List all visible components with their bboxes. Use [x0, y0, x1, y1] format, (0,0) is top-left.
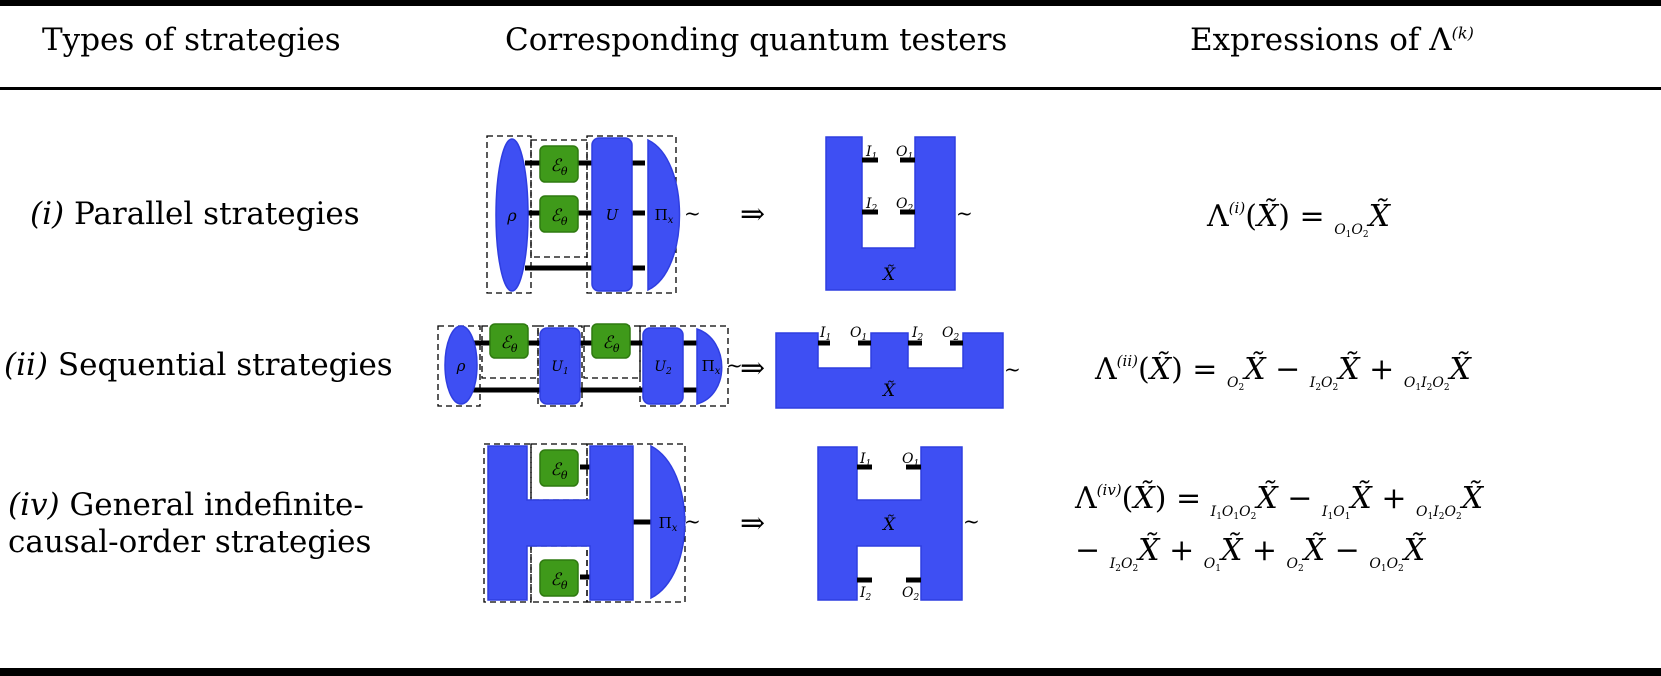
unitary-u: [591, 137, 633, 292]
svg-text:O1: O1: [896, 144, 913, 162]
arrow-2: ⇒: [740, 351, 765, 386]
expression-sequential: Λ(ii)(X̃) = O2X̃ − I2O2X̃ + O1I2O2X̃: [1094, 352, 1473, 393]
svg-text:X̃: X̃: [881, 515, 896, 535]
rho-label: ρ: [506, 206, 517, 225]
arrow-1: ⇒: [740, 197, 765, 232]
svg-text:X̃: X̃: [881, 265, 896, 285]
parallel-circuit: ρ ℰθ ℰθ U Πx ~: [486, 135, 701, 294]
svg-text:O1: O1: [902, 451, 919, 469]
header-expressions: Expressions of Λ(k): [1190, 22, 1474, 58]
svg-text:O1: O1: [850, 325, 867, 343]
bottom-rule: [0, 668, 1661, 676]
svg-text:~: ~: [1004, 357, 1021, 381]
svg-text:I1: I1: [859, 451, 871, 469]
svg-text:~: ~: [684, 509, 701, 533]
svg-text:~: ~: [963, 509, 980, 533]
row-general-label-2: causal-order strategies: [8, 524, 372, 560]
header-types-of-strategies: Types of strategies: [42, 22, 341, 58]
header-expressions-sup: (k): [1451, 23, 1474, 43]
svg-text:O2: O2: [942, 325, 959, 343]
row-sequential-prefix: (ii): [4, 347, 49, 383]
svg-text:I2: I2: [865, 196, 878, 214]
svg-text:~: ~: [684, 201, 701, 225]
svg-text:U: U: [606, 206, 620, 224]
row-parallel-text: Parallel strategies: [73, 196, 360, 232]
parallel-tester: I1 O1 I2 O2 X̃ ~: [825, 136, 973, 291]
channel-2: [539, 195, 579, 233]
expression-general-line1: Λ(iv)(X̃) = I1O1O2X̃ − I1O1X̃ + O1I2O2X̃: [1074, 481, 1485, 522]
measurement-pi: [647, 138, 681, 292]
svg-text:I1: I1: [865, 144, 877, 162]
row-general-prefix: (iv): [8, 487, 60, 523]
svg-text:I2: I2: [911, 325, 924, 343]
header-quantum-testers: Corresponding quantum testers: [505, 22, 1008, 58]
row-parallel-prefix: (i): [30, 196, 65, 232]
header-expressions-text: Expressions of Λ: [1190, 22, 1452, 58]
row-parallel-label: (i) Parallel strategies: [30, 194, 360, 234]
svg-text:X̃: X̃: [881, 381, 896, 401]
top-rule: [0, 0, 1661, 6]
sequential-tester: I1 O1 I2 O2 X̃ ~: [775, 325, 1021, 409]
svg-text:~: ~: [956, 201, 973, 225]
row-sequential-text: Sequential strategies: [57, 347, 393, 383]
expression-parallel: Λ(i)(X̃) = O1O2X̃: [1206, 199, 1392, 240]
rho-state: [495, 138, 529, 292]
svg-text:I2: I2: [859, 585, 872, 603]
row-sequential-label: (ii) Sequential strategies: [4, 345, 393, 385]
arrow-3: ⇒: [740, 506, 765, 541]
expression-general-line2: − I2O2X̃ + O1X̃ + O2X̃ − O1O2X̃: [1075, 533, 1427, 574]
svg-text:ρ: ρ: [456, 357, 466, 375]
header-rule: [0, 87, 1661, 90]
row-general-text-1: General indefinite-: [69, 487, 364, 523]
svg-text:O2: O2: [896, 196, 913, 214]
svg-text:~: ~: [726, 353, 743, 377]
general-tester: I1 O1 I2 O2 X̃ ~: [817, 446, 980, 603]
row-general-label: (iv) General indefinite-: [8, 485, 364, 525]
svg-text:O2: O2: [902, 585, 919, 603]
svg-text:I1: I1: [819, 325, 831, 343]
general-circuit: ℰθ ℰθ Πx ~: [483, 443, 701, 603]
sequential-circuit: ρ ℰθ U1 ℰθ U2 Πx ~: [437, 323, 743, 407]
channel-1: [539, 145, 579, 183]
